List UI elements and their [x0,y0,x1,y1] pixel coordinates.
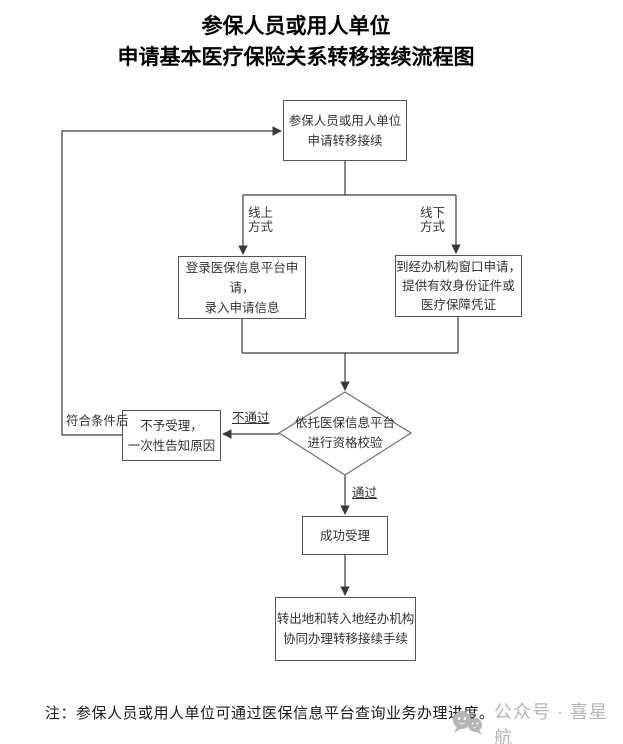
wechat-chat-bubbles-icon [450,710,486,738]
node-apply: 参保人员或用人单位 申请转移接续 [283,100,407,161]
watermark-text: 公众号 · 喜星航 [494,702,608,744]
connector-loop-back [61,126,282,436]
node-online-apply: 登录医保信息平台申请， 录入申请信息 [178,256,306,319]
page-title-line2: 申请基本医疗保险关系转移接续流程图 [117,46,475,69]
label-pass: 通过 [352,486,378,500]
label-qualified: 符合条件后 [66,414,129,428]
node-verify-diamond-label: 依托医保信息平台 进行资格校验 [294,416,395,450]
page-title-line1: 参保人员或用人单位 [201,15,391,38]
footer-note: 注：参保人员或用人单位可通过医保信息平台查询业务办理进度。 [45,705,495,722]
label-offline-branch: 线下 方式 [420,206,446,234]
node-offline-apply: 到经办机构窗口申请， 提供有效身份证件或 医疗保障凭证 [395,255,522,317]
verify-diamond-shape [277,391,413,476]
node-reject: 不予受理， 一次性告知原因 [122,410,221,461]
node-final: 转出地和转入地经办机构 协同办理转移接续手续 [275,597,416,661]
page-title: 参保人员或用人单位 申请基本医疗保险关系转移接续流程图 [0,12,592,74]
node-accept: 成功受理 [302,516,388,555]
watermark: 公众号 · 喜星航 [450,698,623,744]
label-online-branch: 线上 方式 [248,206,274,234]
label-fail: 不通过 [232,411,270,425]
